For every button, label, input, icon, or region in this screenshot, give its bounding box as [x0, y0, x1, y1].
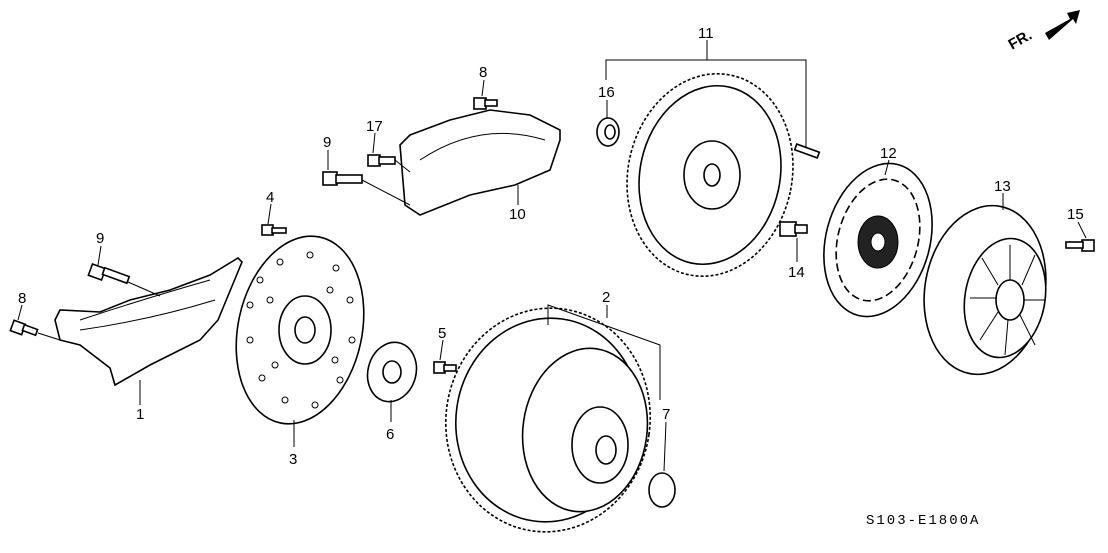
part-3-drive-plate [235, 235, 365, 447]
drawing-code: S103-E1800A [866, 513, 980, 529]
part-5-bolt [433, 339, 457, 374]
callout-13: 13 [994, 178, 1011, 195]
front-direction-indicator: FR. [1006, 10, 1080, 54]
callout-1: 1 [136, 406, 144, 423]
part-12-clutch-disc [823, 159, 933, 318]
part-11-flywheel [605, 40, 821, 278]
part-15-bolt [1065, 221, 1095, 252]
callout-12: 12 [880, 145, 897, 162]
part-14-bolt [779, 221, 808, 262]
callout-4: 4 [266, 189, 274, 206]
callout-3: 3 [289, 451, 297, 468]
callout-9-lower: 9 [96, 230, 104, 247]
part-8-bolt-lower [9, 304, 61, 341]
callout-5: 5 [438, 325, 446, 342]
part-16-bearing [596, 100, 620, 147]
callout-11: 11 [698, 25, 714, 42]
part-13-pressure-plate [923, 193, 1047, 376]
callout-17: 17 [366, 118, 383, 135]
part-1-cover-plate [54, 256, 243, 405]
part-9-bolt-upper [322, 150, 411, 206]
callout-9-upper: 9 [323, 134, 331, 151]
part-6-washer-plate [366, 341, 418, 422]
callout-10: 10 [509, 206, 526, 223]
part-8-bolt-upper [473, 79, 498, 110]
front-arrow-icon [1045, 10, 1080, 40]
part-4-bolt [261, 203, 287, 236]
front-label: FR. [1006, 27, 1035, 54]
callout-8-upper: 8 [479, 64, 487, 81]
callout-15: 15 [1067, 206, 1084, 223]
part-9-bolt-lower [87, 245, 161, 297]
callout-8-lower: 8 [18, 290, 26, 307]
part-7-o-ring [648, 421, 676, 508]
callout-7: 7 [662, 406, 670, 423]
callout-14: 14 [788, 264, 805, 281]
part-17-bolt [367, 132, 411, 173]
callout-16: 16 [598, 84, 615, 101]
callout-6: 6 [386, 426, 394, 443]
part-2-torque-converter [444, 304, 661, 533]
callout-2: 2 [602, 289, 610, 306]
callout-labels: 1 2 3 4 5 6 7 8 8 9 9 10 11 12 13 14 15 … [18, 25, 1084, 468]
part-10-cover-plate [399, 109, 561, 216]
